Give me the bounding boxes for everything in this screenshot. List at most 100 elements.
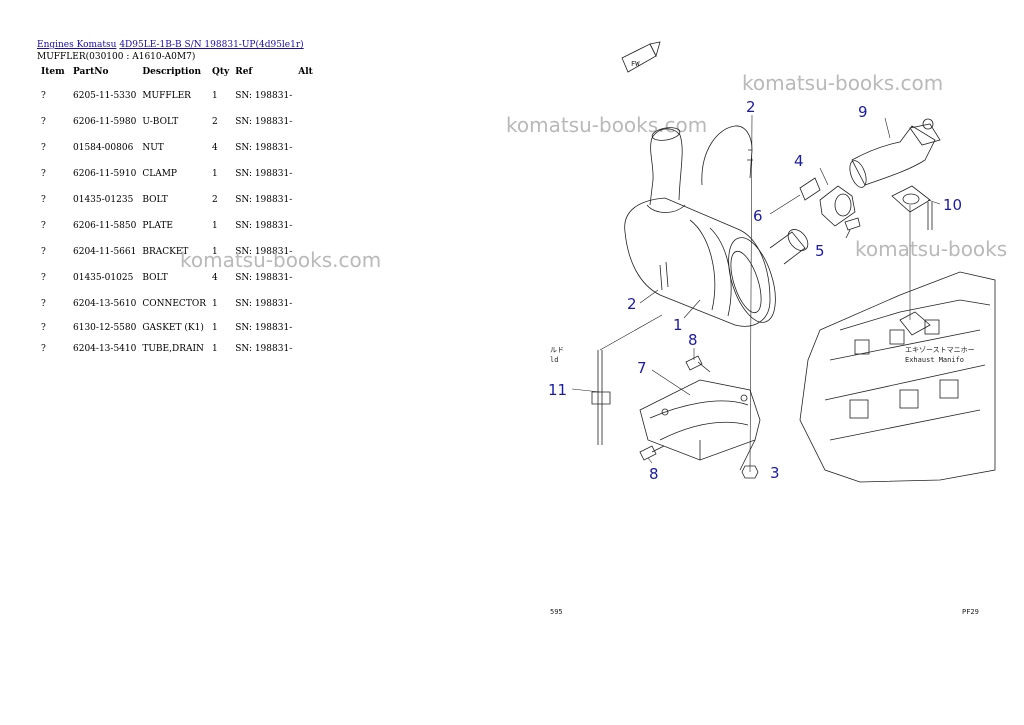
qty-cell: 1	[211, 299, 218, 309]
leader-lines	[571, 114, 941, 473]
forward-arrow-icon	[621, 41, 661, 73]
table-header-row: Item PartNo Description Qty Ref Alt	[37, 64, 315, 83]
qty-cell: 4	[211, 143, 218, 153]
alt-cell	[294, 161, 315, 187]
page-subtitle: MUFFLER(030100 : A1610-A0M7)	[37, 52, 196, 62]
header-qty: Qty	[211, 67, 230, 77]
description-cell: BRACKET	[142, 247, 189, 257]
item-cell: ?	[41, 322, 46, 333]
qty-cell: 1	[211, 169, 218, 179]
annotation-en: ld	[550, 356, 558, 364]
connector-part	[849, 118, 941, 188]
description-cell: BOLT	[142, 195, 168, 205]
item-cell: ?	[41, 143, 46, 153]
ref-cell: SN: 198831-	[235, 221, 293, 231]
callout-label: 1	[673, 316, 683, 334]
annotation-jp: ルド	[550, 346, 564, 354]
table-row: ? 6204-13-5410 TUBE,DRAIN 1 SN: 198831-	[37, 338, 315, 359]
description-cell: GASKET (K1)	[142, 322, 204, 333]
gasket-part	[891, 185, 933, 230]
alt-cell	[294, 135, 315, 161]
header-ref: Ref	[235, 67, 253, 77]
qty-cell: 1	[211, 91, 218, 101]
breadcrumb-engines-link[interactable]: Engines Komatsu	[37, 40, 117, 50]
ref-cell: SN: 198831-	[235, 322, 293, 333]
description-cell: CONNECTOR	[142, 299, 206, 309]
partno-cell: 6206-11-5910	[73, 169, 137, 179]
fw-label: FW	[631, 60, 640, 68]
annotation-en: Exhaust Manifo	[905, 356, 964, 364]
description-cell: PLATE	[142, 221, 173, 231]
alt-cell	[294, 83, 315, 109]
ref-cell: SN: 198831-	[235, 343, 293, 354]
qty-cell: 2	[211, 195, 218, 205]
item-cell: ?	[41, 91, 46, 101]
callout-label: 8	[688, 331, 698, 349]
qty-cell: 1	[211, 247, 218, 257]
ref-cell: SN: 198831-	[235, 299, 293, 309]
table-row: ? 6204-13-5610 CONNECTOR 1 SN: 198831-	[37, 291, 315, 317]
corner-code: 595	[550, 608, 563, 616]
callout-label: 9	[858, 103, 868, 121]
partno-cell: 6206-11-5850	[73, 221, 137, 231]
callout-label: 4	[794, 152, 804, 170]
description-cell: TUBE,DRAIN	[142, 343, 204, 354]
partno-cell: 01584-00806	[73, 143, 134, 153]
u-bolt-part	[701, 125, 753, 186]
ref-cell: SN: 198831-	[235, 117, 293, 127]
qty-cell: 1	[211, 221, 218, 231]
breadcrumb: Engines Komatsu 4D95LE-1B-B S/N 198831-U…	[37, 40, 304, 50]
ref-cell: SN: 198831-	[235, 91, 293, 101]
ref-cell: SN: 198831-	[235, 273, 293, 283]
partno-cell: 6205-11-5330	[73, 91, 137, 101]
ref-cell: SN: 198831-	[235, 169, 293, 179]
partno-cell: 6204-13-5610	[73, 299, 137, 309]
qty-cell: 1	[211, 343, 218, 354]
alt-cell	[294, 109, 315, 135]
item-cell: ?	[41, 169, 46, 179]
parts-table: Item PartNo Description Qty Ref Alt ? 620…	[37, 64, 315, 359]
callout-label: 11	[548, 381, 567, 399]
partno-cell: 6204-13-5410	[73, 343, 137, 354]
breadcrumb-model-link[interactable]: 4D95LE-1B-B S/N 198831-UP(4d95le1r)	[119, 40, 304, 50]
bolt-part	[639, 355, 711, 461]
ref-cell: SN: 198831-	[235, 247, 293, 257]
item-cell: ?	[41, 299, 46, 309]
partno-cell: 6204-11-5661	[73, 247, 137, 257]
qty-cell: 2	[211, 117, 218, 127]
alt-cell	[294, 338, 315, 359]
partno-cell: 01435-01235	[73, 195, 134, 205]
corner-code: PF29	[962, 608, 979, 616]
nut-part	[741, 465, 759, 479]
callout-label: 7	[637, 359, 647, 377]
item-cell: ?	[41, 343, 46, 354]
alt-cell	[294, 187, 315, 213]
header-alt: Alt	[298, 67, 313, 77]
description-cell: NUT	[142, 143, 164, 153]
item-cell: ?	[41, 221, 46, 231]
alt-cell	[294, 291, 315, 317]
description-cell: BOLT	[142, 273, 168, 283]
bolt-part	[844, 217, 861, 239]
item-cell: ?	[41, 195, 46, 205]
callout-label: 2	[627, 295, 637, 313]
ref-cell: SN: 198831-	[235, 143, 293, 153]
table-row: ? 6206-11-5850 PLATE 1 SN: 198831-	[37, 213, 315, 239]
callout-label: 6	[753, 207, 763, 225]
partno-cell: 6130-12-5580	[73, 322, 137, 333]
annotation-jp: エキゾーストマニホー	[905, 346, 975, 354]
header-item: Item	[41, 67, 65, 77]
alt-cell	[294, 265, 315, 291]
callout-label: 8	[649, 465, 659, 483]
callout-label: 3	[770, 464, 780, 482]
alt-cell	[294, 317, 315, 338]
header-description: Description	[142, 67, 201, 77]
table-row: ? 01584-00806 NUT 4 SN: 198831-	[37, 135, 315, 161]
partno-cell: 6206-11-5980	[73, 117, 137, 127]
ref-cell: SN: 198831-	[235, 195, 293, 205]
